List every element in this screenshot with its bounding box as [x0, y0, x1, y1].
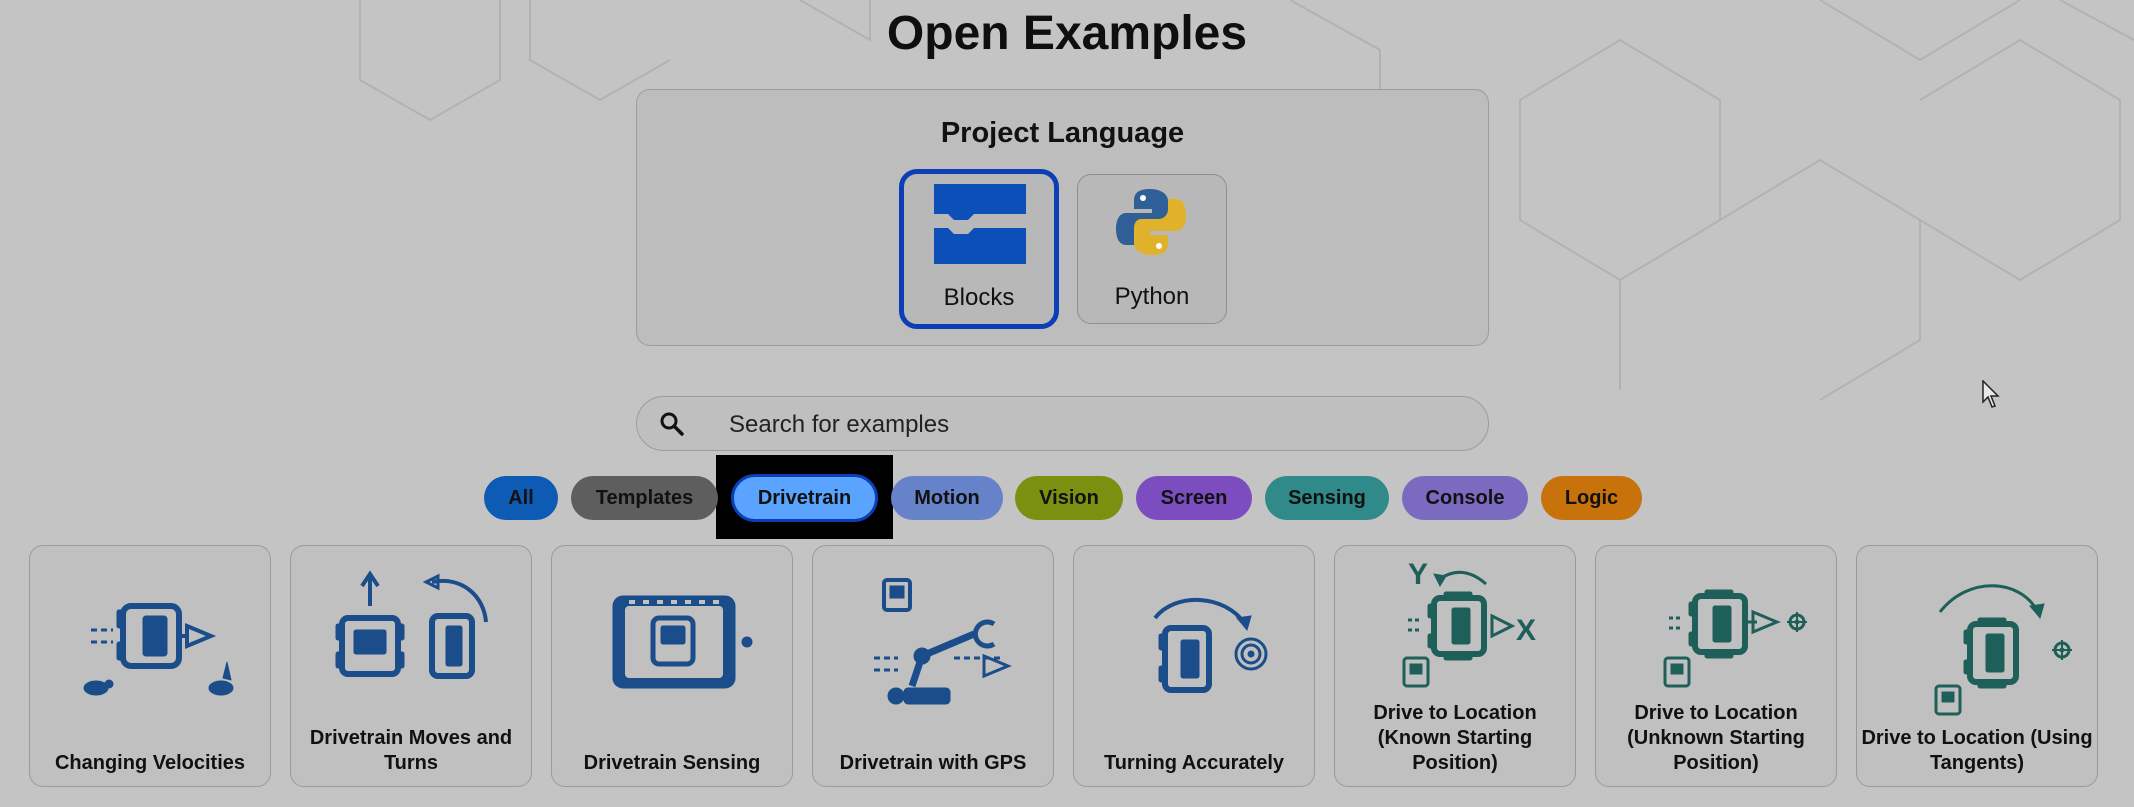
example-card-title: Drive to Location (Using Tangents): [1861, 727, 2093, 774]
example-card-drivetrain-gps[interactable]: Drivetrain with GPS: [812, 545, 1054, 787]
language-option-label: Blocks: [943, 284, 1015, 311]
example-card-title: Turning Accurately: [1103, 752, 1285, 774]
changing-velocities-icon: [83, 603, 234, 696]
project-language-title: Project Language: [940, 117, 1185, 149]
example-card-title: Drive to Location (Known Starting Positi…: [1373, 702, 1537, 774]
search-icon: [660, 412, 684, 436]
example-card-title: Drivetrain with GPS: [839, 752, 1027, 774]
filter-chip-logic[interactable]: Logic: [1541, 476, 1642, 520]
language-option-label: Python: [1114, 283, 1190, 310]
moves-turns-icon: [335, 570, 488, 679]
svg-text:Y: Y: [1408, 558, 1428, 591]
example-card-drivetrain-sensing[interactable]: Drivetrain Sensing: [551, 545, 793, 787]
example-card-title: Drive to Location (Unknown Starting Posi…: [1627, 702, 1805, 774]
turning-accurately-icon: [1153, 597, 1268, 693]
drivetrain-gps-icon: [874, 578, 1012, 705]
filter-chip-vision[interactable]: Vision: [1015, 476, 1123, 520]
language-option-blocks[interactable]: Blocks: [899, 169, 1059, 329]
example-card-turning-accurately[interactable]: Turning Accurately: [1073, 545, 1315, 787]
mouse-cursor-icon: [1982, 380, 2000, 408]
filter-chip-sensing[interactable]: Sensing: [1265, 476, 1389, 520]
python-icon: [1116, 189, 1186, 255]
example-card-title: Drivetrain Sensing: [583, 752, 761, 774]
example-card-changing-velocities[interactable]: Changing Velocities: [29, 545, 271, 787]
drive-tangents-icon: [1934, 584, 2072, 716]
filter-chip-all[interactable]: All: [484, 476, 558, 520]
drivetrain-sensing-icon: [612, 595, 753, 689]
filter-chip-motion[interactable]: Motion: [891, 476, 1003, 520]
example-card-title: Drivetrain Moves and Turns: [309, 727, 513, 774]
project-language-panel: Project Language Blocks Python: [636, 89, 1489, 346]
language-option-python[interactable]: Python: [1077, 174, 1227, 324]
search-input[interactable]: [727, 405, 1451, 445]
example-card-title: Changing Velocities: [54, 752, 246, 774]
drive-unknown-icon: [1663, 589, 1807, 688]
drive-known-icon: Y X: [1402, 558, 1536, 688]
page-title: Open Examples: [886, 7, 1248, 60]
filter-chip-console[interactable]: Console: [1402, 476, 1528, 520]
example-card-moves-turns[interactable]: Drivetrain Moves and Turns: [290, 545, 532, 787]
filter-chip-screen[interactable]: Screen: [1136, 476, 1252, 520]
search-bar[interactable]: [636, 396, 1489, 451]
example-card-drive-known[interactable]: Y X Drive to Location (Known Starting Po…: [1334, 545, 1576, 787]
blocks-icon: [934, 184, 1026, 264]
svg-text:X: X: [1516, 614, 1536, 647]
example-card-drive-unknown[interactable]: Drive to Location (Unknown Starting Posi…: [1595, 545, 1837, 787]
filter-chip-drivetrain[interactable]: Drivetrain: [731, 474, 878, 522]
filter-chip-templates[interactable]: Templates: [571, 476, 718, 520]
example-card-drive-tangents[interactable]: Drive to Location (Using Tangents): [1856, 545, 2098, 787]
